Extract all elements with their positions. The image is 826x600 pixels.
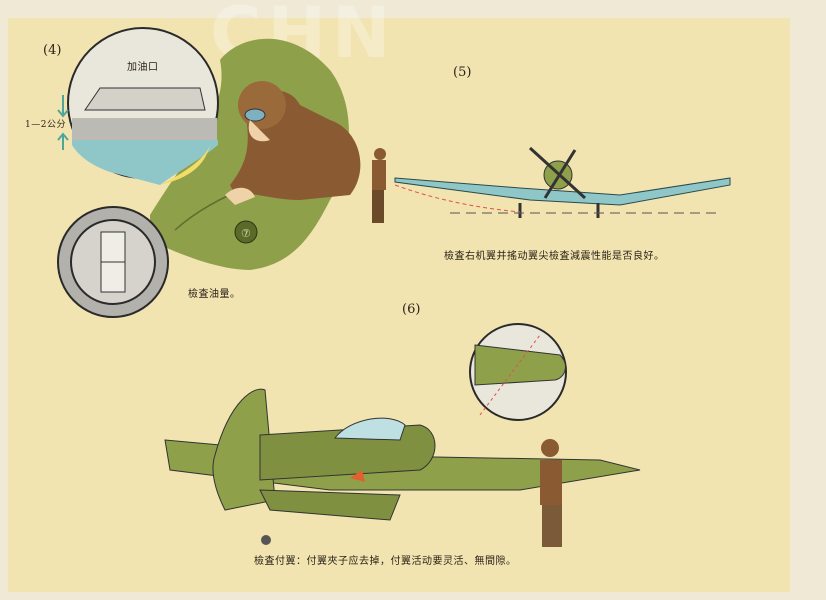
green-aircraft: [164, 388, 641, 545]
panel-4-number: (4): [43, 43, 62, 58]
fuel-gauge: [57, 206, 169, 318]
gap-arrows: [57, 95, 69, 150]
panel-6-caption: 檢査付翼：付翼夾子应去掉，付翼活动要灵活、無間隙。: [254, 556, 517, 567]
panel-5-caption: 檢査右机翼并搖动翼尖檢査減震性能是否良好。: [444, 251, 665, 262]
panel-5-number: (5): [453, 65, 472, 80]
svg-text:⑦: ⑦: [241, 227, 251, 240]
blue-aircraft: [394, 146, 731, 218]
mechanic-figure-6: [540, 439, 562, 547]
filler-cap-magnifier: [67, 27, 219, 185]
filler-label: 加油口: [127, 62, 159, 73]
panel-6-number: (6): [402, 302, 421, 317]
aileron-magnifier: [469, 323, 567, 421]
mechanic-figure-5: [372, 148, 386, 223]
panel-4-caption: 檢査油量。: [188, 289, 241, 300]
pilot-figure: [225, 81, 361, 205]
gap-label: 1—2公分: [25, 120, 66, 130]
